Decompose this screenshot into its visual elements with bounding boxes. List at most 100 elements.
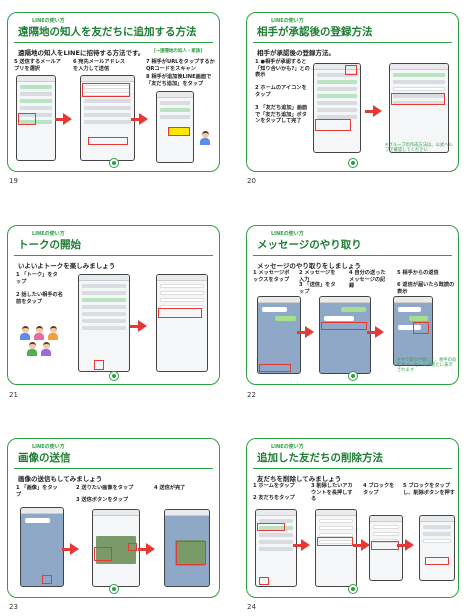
sent-image-highlight xyxy=(176,541,206,565)
slide-tag: [→遠隔地の知人・家族] xyxy=(154,49,203,54)
phone-screenshot xyxy=(315,509,357,587)
phone-screenshot xyxy=(92,509,140,587)
highlight-box xyxy=(18,113,36,125)
slide-subtitle: メッセージのやり取りをしましょう xyxy=(257,262,361,270)
phone-screenshot xyxy=(80,75,135,161)
step-6: 6 返信が届いたら既読の表示 xyxy=(397,282,455,295)
arrow-icon xyxy=(397,539,414,551)
step-8: 8 相手が追加後LINE画面で「友だち追加」をタップ xyxy=(146,74,212,87)
step-3: 3 「送信」をタップ xyxy=(299,282,336,295)
brand-label: LINEの使い方 xyxy=(271,231,304,237)
slide-add-remote-friend[interactable]: LINEの使い方 遠隔地の知人を友だちに追加する方法 遠隔地の知人をLINEに招… xyxy=(7,12,220,172)
slide-subtitle: 遠隔地の知人をLINEに招待する方法です。 xyxy=(18,49,145,57)
person-icon xyxy=(34,326,44,340)
contact-highlight xyxy=(158,308,202,318)
message-box-highlight xyxy=(259,364,291,372)
exchange-note: ※やり取りが続くと、相手の返信やメッセージが新たに表示されます xyxy=(397,358,457,374)
talk-tab-highlight xyxy=(94,360,104,370)
step-5: 5 相手からの返信 xyxy=(397,270,439,276)
slide-header: LINEの使い方 遠隔地の知人を友だちに追加する方法 xyxy=(14,17,213,43)
step-3: 3 削除したいアカウントを長押しする xyxy=(311,483,353,502)
phone-screenshot xyxy=(164,509,210,587)
slide-header: LINEの使い方 相手が承認後の登録方法 xyxy=(253,17,452,43)
image-button-highlight xyxy=(42,575,52,584)
brand-label: LINEの使い方 xyxy=(32,444,65,450)
slide-register-after-approval[interactable]: LINEの使い方 相手が承認後の登録方法 相手が承認後の登録方法。 1 ●相手が… xyxy=(246,12,459,172)
step-2: 2 送りたい画像をタップ xyxy=(76,485,134,491)
slide-start-talk[interactable]: LINEの使い方 トークの開始 いよいよトークを楽しみましょう 1 「トーク」を… xyxy=(7,225,220,385)
slide-header: LINEの使い方 トークの開始 xyxy=(14,230,213,256)
line-logo-icon xyxy=(347,584,358,594)
slide-subtitle: いよいよトークを楽しみましょう xyxy=(18,262,116,270)
arrow-icon xyxy=(297,326,314,338)
line-logo-icon xyxy=(347,371,358,381)
highlight-box xyxy=(345,65,357,75)
selected-image-highlight xyxy=(94,547,112,561)
slide-title: トークの開始 xyxy=(18,239,81,251)
slide-title: メッセージのやり取り xyxy=(257,239,362,251)
slide-message-exchange[interactable]: LINEの使い方 メッセージのやり取り メッセージのやり取りをしましょう 1 メ… xyxy=(246,225,459,385)
line-logo-icon xyxy=(347,158,358,168)
phone-screenshot xyxy=(319,296,371,374)
step-2: 2 メッセージを入力 xyxy=(299,270,336,283)
block-highlight xyxy=(371,541,399,550)
brand-label: LINEの使い方 xyxy=(271,444,304,450)
slide-subtitle: 相手が承認後の登録方法。 xyxy=(257,49,335,57)
step-4: 4 送信が完了 xyxy=(154,485,186,491)
phone-screenshot xyxy=(255,509,297,587)
arrow-icon xyxy=(365,105,382,117)
step-5: 5 送信するメールアプリを選択 xyxy=(14,59,61,72)
home-tab-highlight xyxy=(259,577,269,585)
slide-title: 画像の送信 xyxy=(18,452,71,464)
add-friend-button-highlight xyxy=(168,127,190,136)
phone-screenshot xyxy=(78,274,130,372)
highlight-box xyxy=(82,83,130,97)
send-highlight xyxy=(321,322,367,330)
brand-label: LINEの使い方 xyxy=(32,18,65,24)
send-button-highlight xyxy=(128,543,137,551)
slide-send-image[interactable]: LINEの使い方 画像の送信 画像の送信もしてみましょう 1 「画像」をタップ … xyxy=(7,438,220,598)
step-3: 3 送信ボタンをタップ xyxy=(76,497,129,503)
page-number: 23 xyxy=(9,603,18,611)
arrow-icon xyxy=(138,543,155,555)
person-icon xyxy=(48,326,58,340)
step-6: 6 宛先メールアドレスを入力して送信 xyxy=(73,59,126,72)
person-icon xyxy=(200,131,210,145)
highlight-box xyxy=(315,119,351,131)
phone-screenshot xyxy=(257,296,301,374)
slide-subtitle: 画像の送信もしてみましょう xyxy=(18,475,103,483)
arrow-icon xyxy=(353,539,370,551)
person-icon xyxy=(27,342,37,356)
delete-highlight xyxy=(425,557,449,565)
step-2: 2 ホームのアイコンをタップ xyxy=(255,85,307,98)
brand-label: LINEの使い方 xyxy=(271,18,304,24)
step-1: 1 ●相手が承認すると「知り合いかも?」との表示 xyxy=(255,59,310,78)
step-1: 1 「画像」をタップ xyxy=(16,485,58,498)
person-icon xyxy=(41,342,51,356)
slide-header: LINEの使い方 メッセージのやり取り xyxy=(253,230,452,256)
arrow-icon xyxy=(367,326,384,338)
phone-screenshot xyxy=(156,274,208,372)
slide-header: LINEの使い方 追加した友だちの削除方法 xyxy=(253,443,452,469)
phone-screenshot xyxy=(20,507,64,587)
step-2: 2 友だちをタップ xyxy=(253,495,295,501)
step-1: 1 「トーク」をタップ xyxy=(16,272,58,285)
arrow-icon xyxy=(55,113,72,125)
line-logo-icon xyxy=(108,158,119,168)
step-7: 7 相手がURLをタップするかQRコードをスキャン xyxy=(146,59,215,72)
slide-delete-friend[interactable]: LINEの使い方 追加した友だちの削除方法 友だちを削除してみましょう 1 ホー… xyxy=(246,438,459,598)
slide-title: 相手が承認後の登録方法 xyxy=(257,26,373,38)
step-2: 2 話したい相手の名前をタップ xyxy=(16,292,63,305)
phone-screenshot xyxy=(389,63,449,153)
arrow-icon xyxy=(293,539,310,551)
person-icon xyxy=(20,326,30,340)
slide-title: 遠隔地の知人を友だちに追加する方法 xyxy=(18,26,197,38)
slide-title: 追加した友だちの削除方法 xyxy=(257,452,383,464)
arrow-icon xyxy=(130,320,147,332)
slide-header: LINEの使い方 画像の送信 xyxy=(14,443,213,469)
step-4: 4 ブロックをタップ xyxy=(363,483,395,496)
page-number: 19 xyxy=(9,177,18,185)
step-4: 4 自分の送ったメッセージの記録 xyxy=(349,270,386,289)
highlight-box xyxy=(88,137,128,145)
step-1: 1 メッセージボックスをタップ xyxy=(253,270,290,283)
